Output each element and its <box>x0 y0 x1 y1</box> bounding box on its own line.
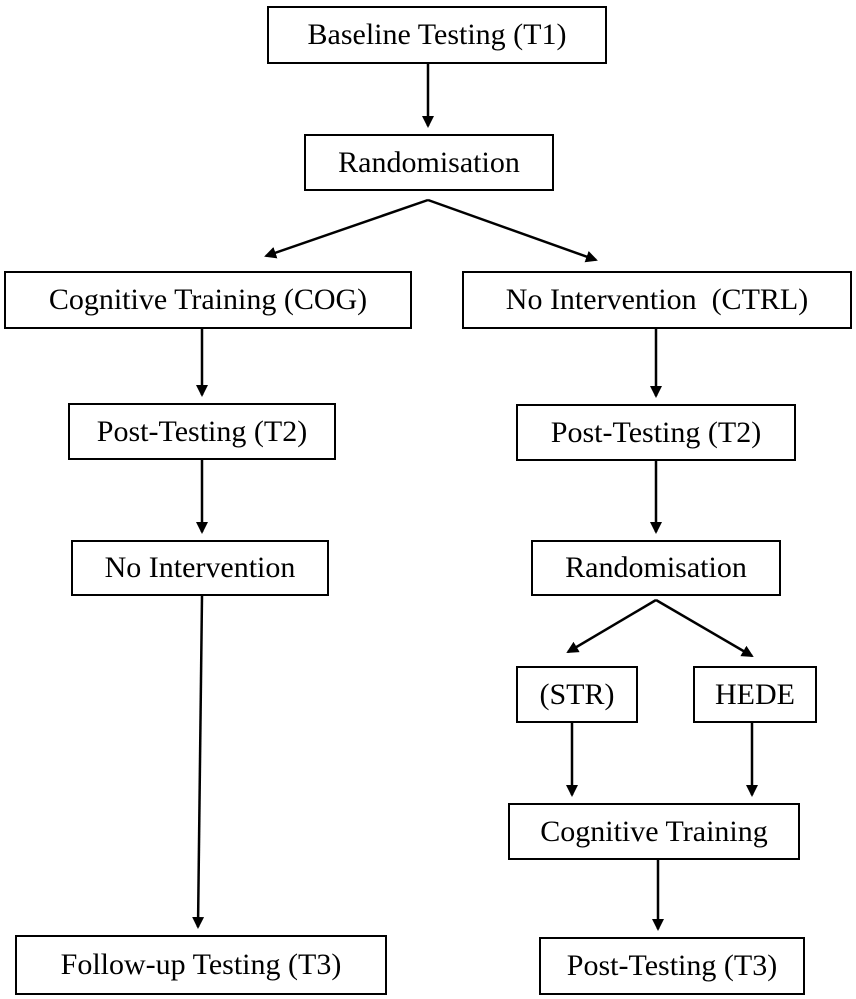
cognitive-training-cog-box: Cognitive Training (COG) <box>4 271 412 329</box>
no-intervention-ctrl-box: No Intervention (CTRL) <box>462 271 852 329</box>
follow-up-testing-box: Follow-up Testing (T3) <box>15 935 387 995</box>
post-testing-t2-right-box: Post-Testing (T2) <box>516 404 796 461</box>
arrow-no-intervention-to-follow-up <box>192 595 205 929</box>
post-testing-t2-left-box: Post-Testing (T2) <box>68 403 336 460</box>
randomisation-box-bottom: Randomisation <box>531 540 781 596</box>
no-intervention-box: No Intervention <box>71 540 329 596</box>
cognitive-training-box: Cognitive Training <box>508 803 800 860</box>
arrow-randomisation-to-str <box>566 598 657 654</box>
hede-box: HEDE <box>693 666 817 723</box>
randomisation-box-top: Randomisation <box>304 134 554 191</box>
post-testing-t3-box: Post-Testing (T3) <box>539 937 805 995</box>
str-box: (STR) <box>516 666 638 723</box>
arrow-randomisation-to-ctrl <box>427 198 598 263</box>
arrow-randomisation-to-hede <box>655 598 754 658</box>
baseline-testing-box: Baseline Testing (T1) <box>267 6 607 64</box>
arrow-randomisation-to-cog <box>264 198 429 259</box>
